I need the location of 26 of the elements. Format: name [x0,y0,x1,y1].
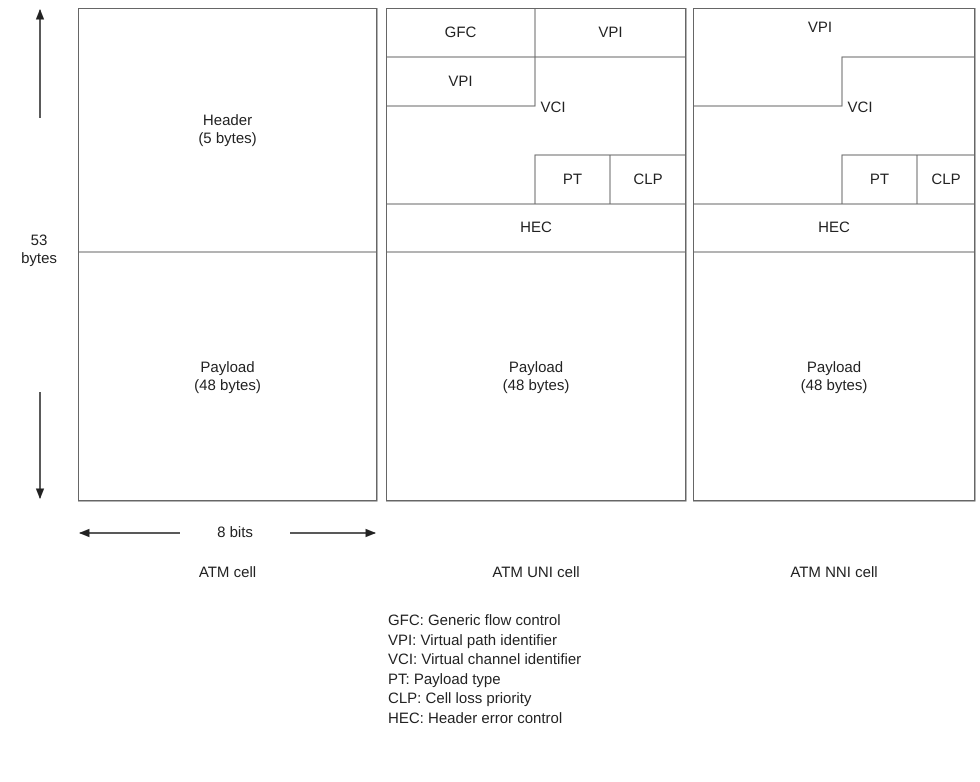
dimension-label: 8 bits [217,524,253,542]
cell-caption: ATM UNI cell [492,564,580,581]
abbreviation-note: HEC: Header error control [388,710,562,726]
abbreviation-note: PT: Payload type [388,670,501,688]
field-region: Header (5 bytes) [78,8,377,252]
field-region: VCI [842,57,975,155]
field-region: VCI [535,57,686,155]
cell-caption: ATM NNI cell [790,564,878,581]
field-region: HEC [693,204,975,252]
abbreviation-note: VCI: Virtual channel identifier [388,651,582,668]
field-region: Payload (48 bytes) [78,252,377,501]
field-region: CLP [917,155,975,204]
field-region: HEC [386,204,686,252]
dimension-label: 53 bytes [20,232,58,268]
field-region: GFC [386,8,535,57]
field-region: VPI [535,8,686,57]
field-region: PT [535,155,610,204]
abbreviation-note: GFC: Generic flow control [388,612,561,629]
abbreviation-note: CLP: Cell loss priority [388,690,532,707]
cell-caption: ATM cell [198,564,256,581]
field-region: Payload (48 bytes) [693,252,975,501]
field-region: PT [842,155,917,204]
field-region: CLP [610,155,686,204]
abbreviation-note: VPI: Virtual path identifier [388,632,557,648]
field-region: Payload (48 bytes) [386,252,686,501]
field-region: VPI [386,57,535,106]
